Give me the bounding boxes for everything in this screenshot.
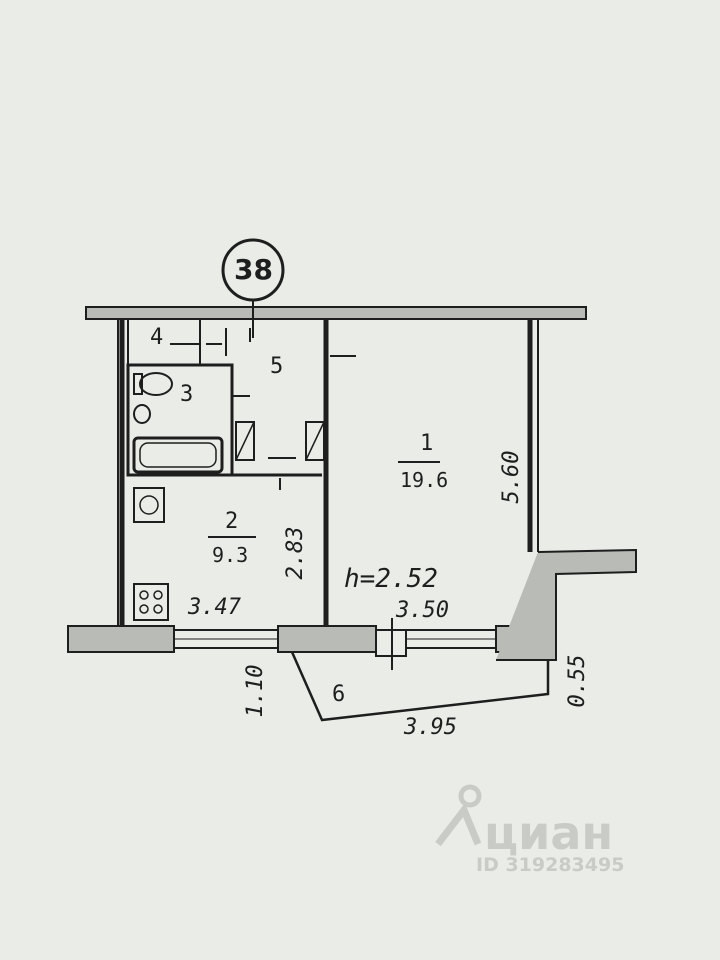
watermark-brand: циан	[484, 806, 614, 860]
ceiling-height: h=2.52	[344, 564, 438, 594]
apartment-inner-outline	[119, 319, 533, 628]
room-5-number: 5	[270, 354, 284, 379]
axis-label: 38	[234, 253, 273, 286]
balcony-outline	[290, 651, 550, 722]
room-1-width-dim: 3.50	[396, 598, 449, 623]
watermark-listing-id: ID 319283495	[476, 854, 625, 876]
room-6-number: 6	[332, 682, 346, 707]
top-exterior-wall	[85, 306, 587, 320]
balcony-depth-right-dim: 0.55	[565, 654, 590, 708]
right-step-wall	[496, 548, 637, 661]
room-1-length-dim: 5.60	[499, 450, 524, 504]
room-2-width-dim: 3.47	[188, 595, 241, 620]
washbasin-fixture	[133, 404, 151, 424]
kitchen-stove	[133, 583, 169, 621]
kitchen-sink	[133, 487, 165, 523]
bathtub-fixture	[132, 436, 224, 474]
watermark-pin-icon	[435, 784, 482, 847]
storage-closet	[127, 318, 201, 366]
room-1-number: 1	[420, 431, 434, 456]
room-2-number: 2	[225, 509, 239, 534]
room-2-length-dim: 2.83	[283, 526, 308, 580]
toilet-fixture	[139, 372, 173, 396]
room-1-area: 19.6	[400, 468, 449, 492]
door-hatch-left	[235, 421, 255, 461]
bottom-exterior-wall-left	[67, 625, 175, 653]
door-hatch-right	[305, 421, 325, 461]
room-2-area: 9.3	[212, 543, 249, 567]
balcony-length-dim: 3.95	[404, 715, 457, 740]
room-3-number: 3	[180, 382, 194, 407]
balcony-depth-left-dim: 1.10	[243, 664, 268, 718]
room-4-number: 4	[150, 325, 164, 350]
bottom-exterior-wall-mid	[277, 625, 377, 653]
door-markers	[170, 328, 356, 490]
